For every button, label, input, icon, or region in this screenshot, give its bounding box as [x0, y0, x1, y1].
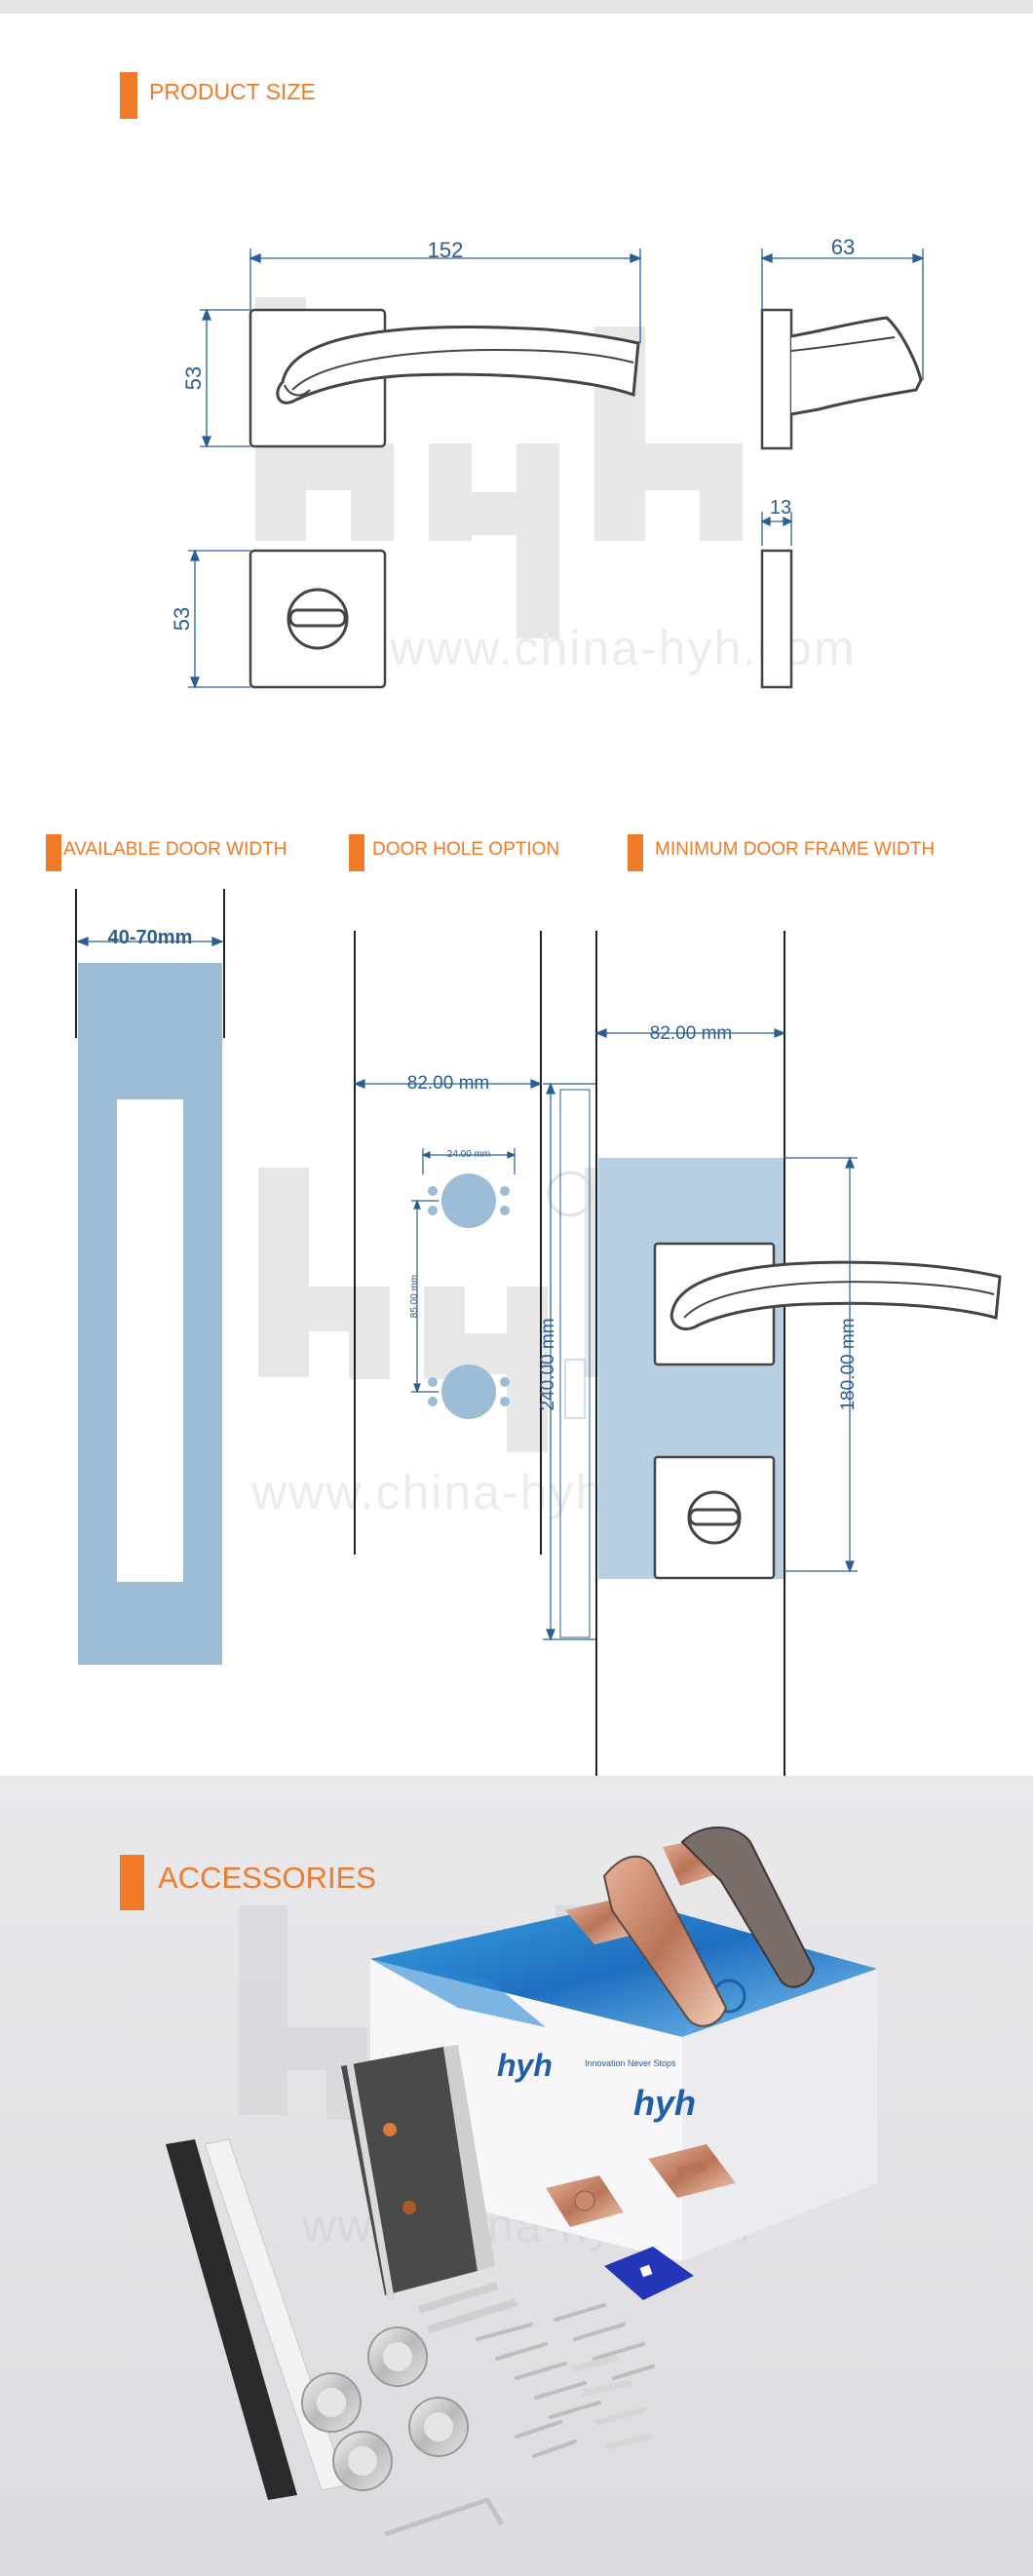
screws	[456, 2303, 655, 2458]
heading-marker-icon	[628, 834, 643, 871]
escutcheon-front-view	[249, 549, 387, 689]
door-width-range: 40-70mm	[108, 927, 193, 948]
escutcheon-height-dimension: 53	[170, 607, 194, 631]
top-strip	[0, 0, 1033, 14]
thickness-dimension: 13	[770, 497, 791, 519]
hole-backset-dimension: 82.00 mm	[407, 1073, 489, 1094]
frame-backset-dimension: 82.00 mm	[650, 1023, 732, 1044]
heading-marker-icon	[46, 834, 61, 871]
lever-front-view	[249, 308, 640, 448]
escutcheon-roses	[546, 2144, 736, 2227]
allen-key	[384, 2497, 505, 2537]
dimension-lines	[188, 249, 925, 689]
hole-option-heading: DOOR HOLE OPTION	[349, 834, 559, 871]
rose-height-dimension: 53	[181, 366, 206, 390]
length-dimension: 152	[428, 238, 464, 262]
heading-marker-icon	[120, 1855, 144, 1910]
pins	[571, 2355, 652, 2450]
door-width-heading: AVAILABLE DOOR WIDTH	[46, 834, 287, 871]
escutcheon-side-view	[760, 549, 793, 689]
plate-height-dimension: 240.00 mm	[538, 1318, 558, 1410]
lever-side-view	[760, 308, 923, 450]
hole-spacing-dimension: 85.00 mm	[409, 1275, 420, 1318]
box-brand-logo: hyh	[497, 2048, 553, 2083]
product-size-drawing: www.china-hyh.com	[170, 235, 925, 689]
heading-marker-icon	[349, 834, 364, 871]
door-diagrams: www.china-hyh.com 40-70mm	[75, 889, 1002, 1776]
door-frame-diagram	[594, 931, 1002, 1776]
heading-marker-icon	[120, 72, 137, 119]
frame-width-heading: MINIMUM DOOR FRAME WIDTH	[628, 834, 935, 871]
center-distance-dimension: 180.00 mm	[838, 1318, 859, 1410]
box-tagline: Innovation Never Stops	[585, 2058, 676, 2068]
door-hole-diagram	[353, 931, 596, 1641]
door-width-diagram	[75, 889, 225, 1665]
box-side-logo: hyh	[633, 2083, 696, 2123]
accessories-heading: ACCESSORIES	[120, 1855, 376, 1910]
product-size-heading: PRODUCT SIZE	[120, 72, 316, 119]
strike-plate	[166, 2139, 297, 2500]
spindles	[417, 2282, 518, 2333]
depth-dimension: 63	[831, 235, 855, 259]
mortise-lock	[341, 2045, 495, 2302]
hole-top-dimension: 24.00 mm	[447, 1149, 490, 1160]
plate-hole	[639, 2264, 653, 2278]
lever-handles	[565, 1826, 816, 2027]
